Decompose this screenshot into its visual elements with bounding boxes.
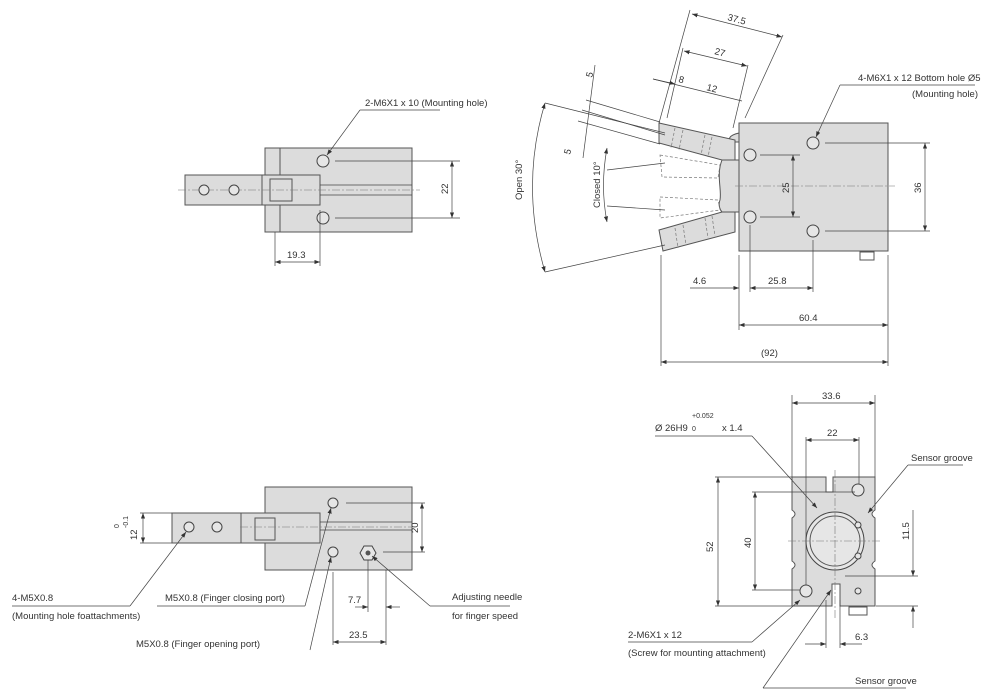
dim-5-b: 5 xyxy=(562,148,574,156)
opening-port xyxy=(327,546,339,558)
dim-37-5: 37.5 xyxy=(726,12,747,27)
finger-lower xyxy=(658,211,736,252)
dim-6-3: 6.3 xyxy=(855,632,868,643)
dim-33-6: 33.6 xyxy=(822,391,841,402)
mounting-hole xyxy=(799,584,813,598)
callout-mounting-hole-desc: (Mounting hole foattachments) xyxy=(12,611,140,622)
mounting-hole xyxy=(806,136,820,150)
callout-mounting-hole: 2-M6X1 x 10 (Mounting hole) xyxy=(365,98,488,109)
callout-finger-speed: for finger speed xyxy=(452,611,518,622)
sensor-groove-bottom: Sensor groove xyxy=(855,676,917,687)
mounting-hole xyxy=(743,210,757,224)
dim-25-8: 25.8 xyxy=(768,276,787,287)
sensor-slot xyxy=(854,552,862,560)
view-bottom-right: 33.6 22 52 40 11.5 6.3 Ø 26H9 +0.052 0 x… xyxy=(628,391,973,689)
sensor-slot xyxy=(854,521,862,529)
finger-hole xyxy=(228,184,240,196)
bore-depth: x 1.4 xyxy=(722,423,743,434)
mounting-hole xyxy=(806,224,820,238)
needle-fitting xyxy=(848,606,868,616)
callout-mounting-hole: 4-M5X0.8 xyxy=(12,593,53,604)
callout-adjusting-needle: Adjusting needle xyxy=(452,592,522,603)
view-top-right: 4-M6X1 x 12 Bottom hole Ø5 (Mounting hol… xyxy=(514,9,981,366)
dim-92: (92) xyxy=(761,348,778,359)
dim-60-4: 60.4 xyxy=(799,313,818,324)
dim-5-a: 5 xyxy=(584,71,596,79)
dim-23-5: 23.5 xyxy=(349,630,368,641)
dim-4-6: 4.6 xyxy=(693,276,706,287)
dim-12-tol-upper: 0 xyxy=(114,524,121,528)
callout-opening-port: M5X0.8 (Finger opening port) xyxy=(136,639,260,650)
callout-closing-port: M5X0.8 (Finger closing port) xyxy=(165,593,285,604)
bore-tol-upper: +0.052 xyxy=(692,413,714,420)
mounting-hole xyxy=(851,483,865,497)
dim-40: 40 xyxy=(743,537,754,548)
bore-spec: Ø 26H9 xyxy=(655,423,688,434)
dim-52: 52 xyxy=(705,541,716,552)
dim-36: 36 xyxy=(913,182,924,193)
callout-bottom-hole: 4-M6X1 x 12 Bottom hole Ø5 xyxy=(858,73,981,84)
dim-8: 8 xyxy=(677,74,685,86)
mounting-hole xyxy=(316,154,330,168)
dim-11-5: 11.5 xyxy=(901,522,912,540)
port xyxy=(854,587,862,595)
finger-hole xyxy=(211,521,223,533)
dim-27: 27 xyxy=(713,46,726,59)
dim-22: 22 xyxy=(827,428,838,439)
bore-tol-lower: 0 xyxy=(692,426,696,433)
dim-12: 12 xyxy=(129,529,140,540)
callout-mounting-hole: (Mounting hole) xyxy=(912,89,978,100)
dim-19-3: 19.3 xyxy=(287,250,306,261)
callout-screw: 2-M6X1 x 12 xyxy=(628,630,682,641)
view-top-left: 2-M6X1 x 10 (Mounting hole) 22 19.3 xyxy=(178,98,488,266)
closing-port xyxy=(327,497,339,509)
finger-hole xyxy=(183,521,195,533)
needle-fitting xyxy=(859,251,875,261)
dim-7-7: 7.7 xyxy=(348,595,361,606)
sensor-groove-top: Sensor groove xyxy=(911,453,973,464)
dim-12-tol-lower: -0.1 xyxy=(123,516,130,528)
mounting-hole xyxy=(743,148,757,162)
mounting-hole xyxy=(316,211,330,225)
view-bottom-left: 20 12 0 -0.1 7.7 23.5 4-M5X0.8 (Mounting… xyxy=(12,486,522,651)
dim-22: 22 xyxy=(440,183,451,194)
angle-open: Open 30° xyxy=(514,160,525,200)
dim-25: 25 xyxy=(781,182,792,193)
angle-closed: Closed 10° xyxy=(592,161,603,208)
dim-20: 20 xyxy=(410,522,421,533)
callout-screw-desc: (Screw for mounting attachment) xyxy=(628,648,766,659)
dim-12: 12 xyxy=(705,82,718,95)
finger-hole xyxy=(198,184,210,196)
finger-upper xyxy=(658,122,736,161)
